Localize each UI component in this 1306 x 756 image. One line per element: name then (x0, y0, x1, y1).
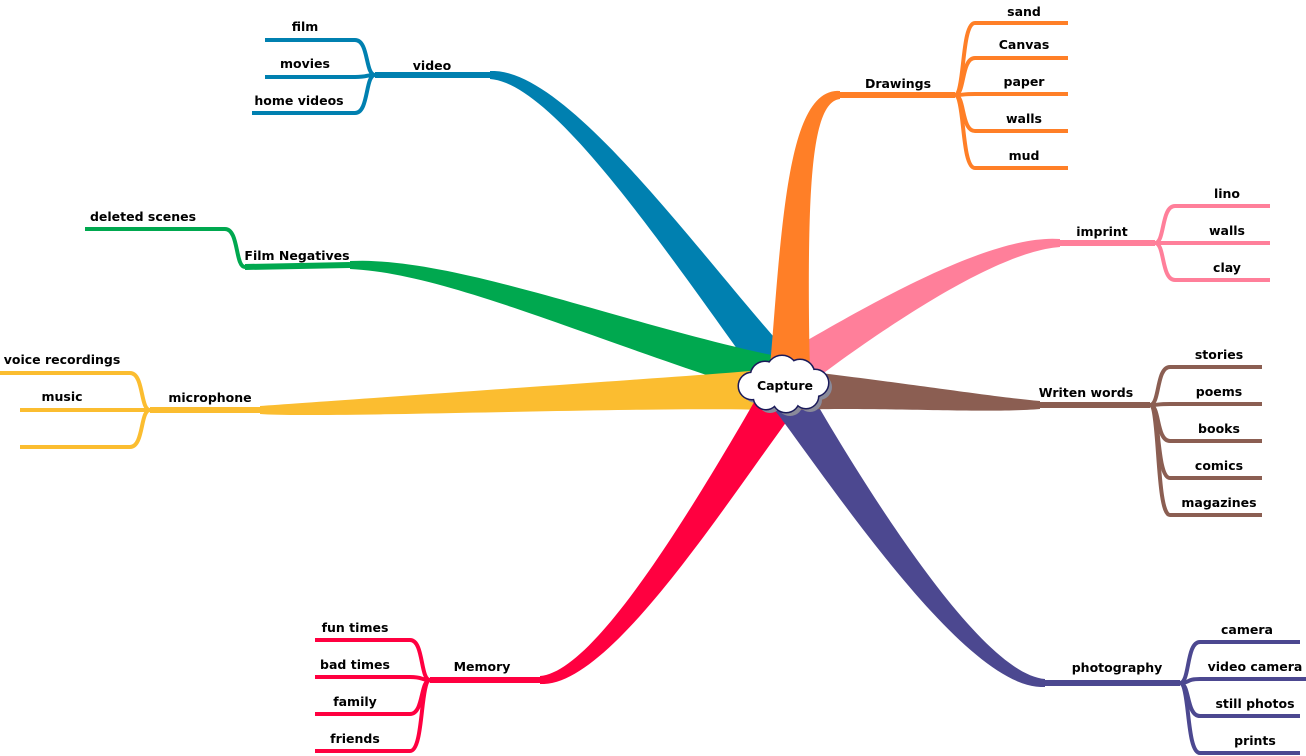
child-node[interactable]: friends (315, 678, 432, 753)
branch-video[interactable]: video film movies home videos (252, 19, 791, 381)
child-label: deleted scenes (90, 209, 196, 224)
child-line (1179, 677, 1306, 685)
child-node[interactable]: prints (1178, 681, 1300, 755)
child-label: video camera (1208, 659, 1303, 674)
child-label: film (292, 19, 319, 34)
child-line (1148, 403, 1262, 517)
child-node[interactable]: movies (265, 56, 376, 79)
child-label: sand (1007, 4, 1041, 19)
child-line (1154, 241, 1270, 282)
child-node[interactable]: poems (1149, 384, 1262, 407)
branch-label: Drawings (865, 76, 931, 91)
child-label: walls (1209, 223, 1245, 238)
child-label: fun times (322, 620, 389, 635)
branch-trunk (540, 389, 795, 685)
child-node[interactable]: paper (954, 74, 1068, 97)
branch-label: imprint (1076, 224, 1128, 239)
child-node[interactable]: walls (954, 93, 1068, 133)
child-line (85, 227, 246, 269)
child-node[interactable]: mud (953, 93, 1068, 170)
branch-trunk (260, 370, 761, 416)
branch-stem (244, 262, 351, 270)
branch-label: Writen words (1039, 385, 1133, 400)
branch-trunk (770, 90, 840, 366)
child-label: walls (1006, 111, 1042, 126)
child-node[interactable]: video camera (1179, 659, 1306, 685)
child-label: home videos (254, 93, 343, 108)
branch-trunk (799, 370, 1040, 411)
child-label: bad times (320, 657, 390, 672)
child-node[interactable]: still photos (1179, 681, 1300, 718)
child-node[interactable]: walls (1155, 223, 1270, 245)
child-label: voice recordings (4, 352, 121, 367)
child-line (20, 408, 151, 449)
child-label: poems (1196, 384, 1242, 399)
branch-trunk (350, 260, 776, 395)
child-label: movies (280, 56, 330, 71)
child-line (315, 678, 432, 753)
child-node[interactable]: clay (1154, 241, 1270, 282)
child-label: still photos (1215, 696, 1294, 711)
branch-microphone[interactable]: microphone voice recordings music (0, 352, 761, 449)
child-label: magazines (1181, 495, 1256, 510)
child-label: stories (1195, 347, 1243, 362)
child-node[interactable]: bad times (315, 657, 431, 682)
child-node[interactable]: music (20, 389, 150, 412)
child-label: family (333, 694, 377, 709)
branch-trunk (775, 389, 1045, 688)
branch-memory[interactable]: Memory fun times bad times family friends (315, 389, 795, 753)
branch-trunk (783, 238, 1060, 387)
child-node[interactable] (20, 408, 151, 449)
child-line (1178, 681, 1300, 755)
center-node-label: Capture (757, 378, 813, 393)
branch-writen-words[interactable]: Writen words stories poems books comics magaz… (799, 347, 1262, 517)
child-line (1149, 402, 1262, 407)
center-node[interactable]: Capture (737, 354, 832, 416)
child-node[interactable]: family (315, 678, 431, 716)
branch-photography[interactable]: photography camera video camera still photo… (775, 389, 1306, 755)
child-line (954, 92, 1068, 97)
child-label: music (41, 389, 82, 404)
branch-label: Memory (454, 659, 511, 674)
child-label: clay (1213, 260, 1241, 275)
child-label: Canvas (999, 37, 1050, 52)
child-line (953, 93, 1068, 170)
child-label: books (1198, 421, 1240, 436)
child-label: friends (330, 731, 380, 746)
child-line (252, 73, 376, 115)
child-node[interactable]: home videos (252, 73, 376, 115)
child-node[interactable]: books (1149, 403, 1262, 443)
child-line (265, 73, 376, 79)
child-label: mud (1009, 148, 1040, 163)
branch-film-negatives[interactable]: Film Negatives deleted scenes (85, 209, 776, 395)
branch-label: Film Negatives (244, 248, 349, 263)
child-label: lino (1214, 186, 1240, 201)
branch-label: microphone (168, 390, 251, 405)
child-label: prints (1234, 733, 1276, 748)
child-line (315, 675, 431, 682)
branch-label: photography (1072, 660, 1163, 675)
child-node[interactable]: magazines (1148, 403, 1262, 517)
branch-trunk (490, 70, 791, 381)
child-label: camera (1221, 622, 1273, 637)
branch-label: video (413, 58, 452, 73)
child-label: comics (1195, 458, 1243, 473)
child-label: paper (1004, 74, 1046, 89)
child-node[interactable]: deleted scenes (85, 209, 246, 269)
branch-imprint[interactable]: imprint lino walls clay (783, 186, 1270, 387)
